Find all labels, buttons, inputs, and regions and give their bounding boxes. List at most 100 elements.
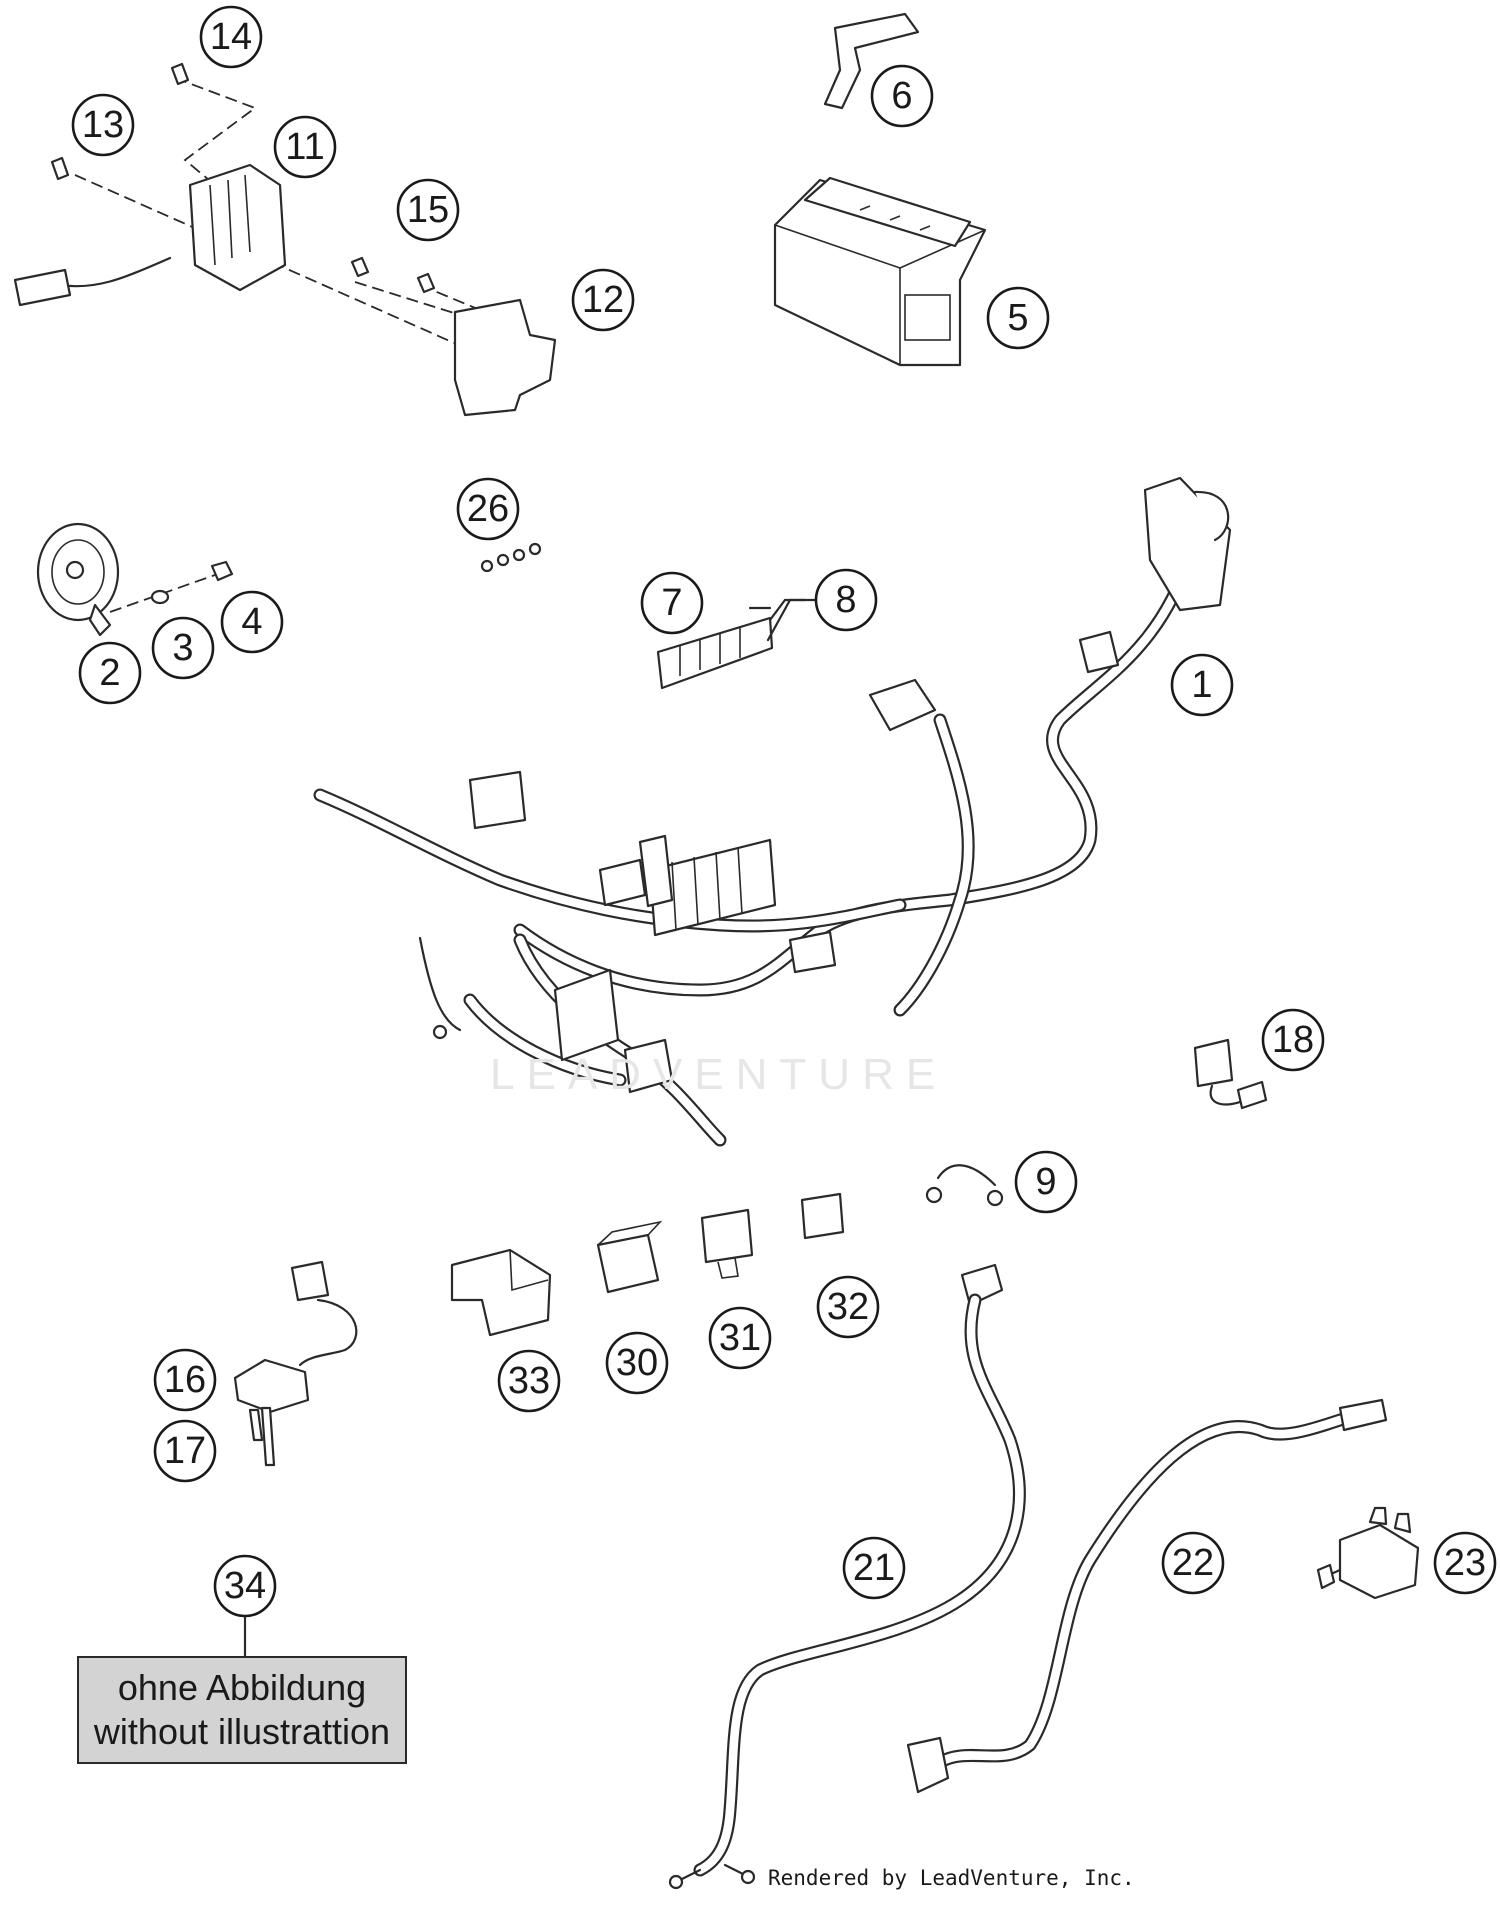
note-line-german: ohne Abbildung bbox=[117, 1667, 367, 1708]
regulator-bracket bbox=[453, 298, 557, 417]
svg-text:17: 17 bbox=[164, 1430, 206, 1472]
screw-13 bbox=[50, 156, 70, 181]
svg-text:13: 13 bbox=[82, 104, 124, 146]
svg-text:5: 5 bbox=[1007, 297, 1028, 339]
svg-text:7: 7 bbox=[661, 582, 682, 624]
voltage-regulator bbox=[188, 163, 287, 292]
callout-3: 3 bbox=[151, 616, 215, 680]
bolt-17b bbox=[260, 1406, 276, 1467]
callout-14: 14 bbox=[199, 5, 263, 69]
relays-group bbox=[450, 1192, 845, 1337]
svg-text:3: 3 bbox=[172, 627, 193, 669]
svg-text:14: 14 bbox=[210, 16, 252, 58]
cable-22-terminal bbox=[1338, 1398, 1388, 1432]
callout-9: 9 bbox=[1014, 1150, 1078, 1214]
svg-text:31: 31 bbox=[719, 1317, 761, 1359]
cable-21-cap bbox=[960, 1263, 1004, 1307]
callout-12: 12 bbox=[571, 268, 635, 332]
neutral-switch bbox=[1193, 1038, 1234, 1088]
starter-relay-group bbox=[1316, 1506, 1420, 1600]
battery-holder bbox=[823, 12, 920, 110]
harness-plug-upper bbox=[1078, 630, 1120, 674]
svg-text:26: 26 bbox=[467, 488, 509, 530]
svg-text:16: 16 bbox=[164, 1359, 206, 1401]
horn-bracket bbox=[88, 603, 112, 637]
horn-group bbox=[36, 522, 234, 637]
screw-15b bbox=[416, 272, 436, 294]
svg-text:15: 15 bbox=[407, 189, 449, 231]
svg-text:1: 1 bbox=[1191, 664, 1212, 706]
main-wiring-harness bbox=[313, 476, 1232, 1147]
svg-text:18: 18 bbox=[1272, 1019, 1314, 1061]
callout-13: 13 bbox=[71, 93, 135, 157]
callout-33: 33 bbox=[497, 1349, 561, 1413]
sensor-body bbox=[233, 1358, 310, 1414]
callout-31: 31 bbox=[708, 1306, 772, 1370]
relay-31 bbox=[700, 1208, 754, 1264]
relay-30 bbox=[596, 1233, 660, 1294]
svg-text:12: 12 bbox=[582, 279, 624, 321]
callout-22: 22 bbox=[1161, 1531, 1225, 1595]
without-illustration-note: ohne Abbildung without illustrattion bbox=[77, 1656, 407, 1764]
harness-relay-a bbox=[468, 770, 527, 830]
callout-15: 15 bbox=[396, 178, 460, 242]
svg-text:32: 32 bbox=[827, 1286, 869, 1328]
callout-6: 6 bbox=[870, 64, 934, 128]
callout-16: 16 bbox=[153, 1348, 217, 1412]
nuts-group-26 bbox=[480, 542, 542, 573]
callout-32: 32 bbox=[816, 1275, 880, 1339]
callouts: 1 2 3 4 5 6 7 8 9 11 12 13 14 15 16 17 1… bbox=[71, 5, 1497, 1618]
harness-plug-lower bbox=[623, 1038, 674, 1094]
relay-cluster bbox=[553, 968, 620, 1062]
ground-cable-group bbox=[925, 1164, 1004, 1207]
harness-connector-vertical bbox=[638, 834, 674, 908]
bolt-17a bbox=[248, 1408, 264, 1442]
callout-17: 17 bbox=[153, 1419, 217, 1483]
svg-text:9: 9 bbox=[1035, 1161, 1056, 1203]
svg-text:21: 21 bbox=[853, 1547, 895, 1589]
callout-2: 2 bbox=[78, 641, 142, 705]
svg-text:8: 8 bbox=[835, 579, 856, 621]
svg-text:23: 23 bbox=[1444, 1542, 1486, 1584]
callout-1: 1 bbox=[1170, 653, 1234, 717]
svg-text:30: 30 bbox=[616, 1342, 658, 1384]
battery-terminal-cap bbox=[803, 176, 972, 248]
callout-5: 5 bbox=[986, 286, 1050, 350]
relay-32 bbox=[800, 1192, 845, 1240]
cable-21 bbox=[668, 1263, 1026, 1890]
callout-18: 18 bbox=[1261, 1008, 1325, 1072]
sensor-group bbox=[233, 1260, 358, 1467]
harness-relay-b bbox=[598, 858, 647, 907]
relay-33 bbox=[450, 1248, 552, 1337]
voltage-regulator-group bbox=[13, 62, 557, 417]
fuse-block-group bbox=[656, 598, 807, 690]
callout-7: 7 bbox=[640, 571, 704, 635]
screw-14 bbox=[170, 62, 190, 86]
washer-3 bbox=[150, 589, 170, 605]
harness-plug-right bbox=[788, 930, 837, 974]
svg-text:34: 34 bbox=[224, 1565, 266, 1607]
fuse-holder-block bbox=[656, 616, 774, 690]
callout-34: 34 bbox=[213, 1554, 277, 1618]
watermark: LEADVENTURE bbox=[490, 1050, 948, 1099]
svg-text:11: 11 bbox=[285, 126, 324, 168]
fuse-box bbox=[648, 838, 777, 937]
battery-group bbox=[773, 176, 987, 367]
svg-text:4: 4 bbox=[241, 601, 262, 643]
callout-30: 30 bbox=[605, 1331, 669, 1395]
starter-relay bbox=[1338, 1523, 1420, 1600]
cable-22-cap bbox=[906, 1736, 950, 1794]
callout-21: 21 bbox=[842, 1536, 906, 1600]
cable-22 bbox=[906, 1398, 1388, 1794]
callout-11: 11 bbox=[273, 115, 337, 179]
harness-ignition-connector bbox=[868, 678, 937, 732]
leader-lines bbox=[243, 598, 817, 1658]
regulator-plug bbox=[13, 268, 72, 307]
svg-text:6: 6 bbox=[891, 75, 912, 117]
callout-26: 26 bbox=[456, 477, 520, 541]
callout-8: 8 bbox=[814, 568, 878, 632]
svg-text:33: 33 bbox=[508, 1360, 550, 1402]
screw-15a bbox=[350, 256, 370, 278]
callout-23: 23 bbox=[1433, 1531, 1497, 1595]
